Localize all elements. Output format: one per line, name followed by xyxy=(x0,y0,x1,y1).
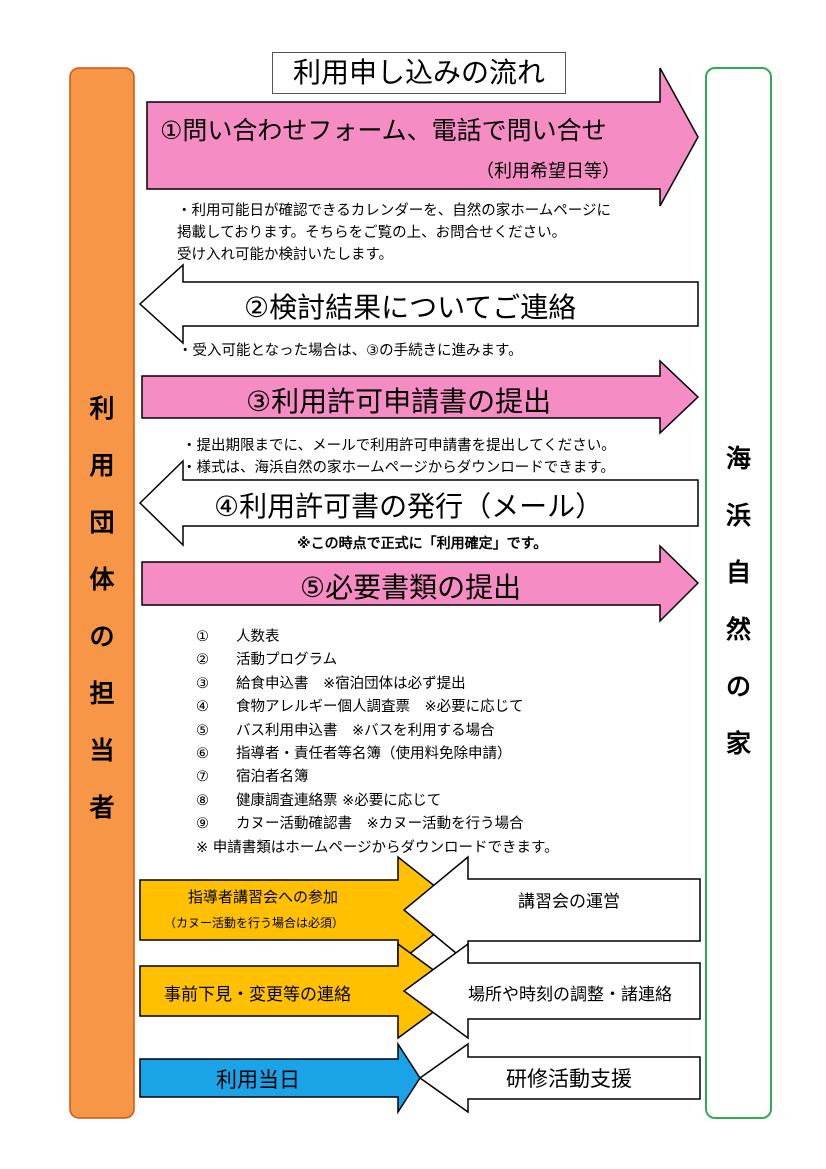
left-char: 当 xyxy=(89,736,115,765)
exchange2-left-label: 事前下見・変更等の連絡 xyxy=(164,985,351,1005)
exchange1-right-label: 講習会の運営 xyxy=(518,892,620,912)
exchange1-left-arrow xyxy=(139,855,467,965)
note-step3: ・提出期限までに、メールで利用許可申請書を提出してください。 ・様式は、海浜自然… xyxy=(182,435,616,479)
left-char: 者 xyxy=(89,793,115,822)
step3-label: ③利用許可申請書の提出 xyxy=(246,385,552,418)
note-line: ・様式は、海浜自然の家ホームページからダウンロードできます。 xyxy=(182,460,615,476)
left-char: 担 xyxy=(89,679,115,708)
step1-label: ①問い合わせフォーム、電話で問い合せ xyxy=(160,116,607,145)
list-item: ⑤ バス利用申込書 ※バスを利用する場合 xyxy=(196,720,559,743)
list-item-number: ④ xyxy=(196,699,209,716)
exchange2-right-label: 場所や時刻の調整・諸連絡 xyxy=(468,985,672,1005)
left-column-label: 利 用 団 体 の 担 当 者 xyxy=(70,380,134,836)
exchange1-right-arrow xyxy=(402,855,701,965)
list-item-text: 活動プログラム xyxy=(236,652,338,669)
right-char: 浜 xyxy=(725,501,751,530)
list-item: ⑨ カヌー活動確認書 ※カヌー活動を行う場合 xyxy=(196,813,559,836)
step4-arrow xyxy=(138,459,699,547)
step1-sublabel: （利用希望日等） xyxy=(476,161,620,182)
list-item-text: 食物アレルギー個人調査票 ※必要に応じて xyxy=(236,699,524,716)
exchange2-left-arrow xyxy=(139,942,464,1040)
documents-note: ※ 申請書類はホームページからダウンロードできます。 xyxy=(196,839,559,856)
left-char: 利 xyxy=(89,394,115,423)
step4-label: ④利用許可書の発行（メール） xyxy=(214,490,604,523)
step3-arrow xyxy=(141,359,700,435)
list-item: ② 活動プログラム xyxy=(196,649,559,672)
step5-label: ⑤必要書類の提出 xyxy=(300,571,522,604)
exchange3-right-label: 研修活動支援 xyxy=(506,1067,632,1091)
exchange2-right-arrow xyxy=(402,942,701,1040)
list-item-number: ① xyxy=(196,629,209,645)
exchange1-left-label: 指導者講習会への参加 xyxy=(188,888,339,906)
list-item-text: バス利用申込書 ※バスを利用する場合 xyxy=(236,722,495,739)
step2-label: ②検討結果についてご連絡 xyxy=(244,291,577,324)
list-item: ⑥ 指導者・責任者等名簿（使用料免除申請） xyxy=(196,743,559,766)
list-item-number: ⑥ xyxy=(196,746,209,763)
step1-arrow xyxy=(146,67,699,207)
left-char: の xyxy=(89,622,115,651)
list-item-text: 宿泊者名簿 xyxy=(236,769,309,786)
exchange3-right-arrow xyxy=(418,1042,701,1114)
list-item-number: ⑧ xyxy=(196,792,209,809)
list-item-number: ⑦ xyxy=(196,769,209,786)
page-title: 利用申し込みの流れ xyxy=(272,52,566,94)
list-item: ⑦ 宿泊者名簿 xyxy=(196,766,559,789)
right-char: 然 xyxy=(725,615,751,644)
right-column-box xyxy=(705,67,772,1119)
note-line: 掲載しております。そちらをご覧の上、お問合せください。 xyxy=(177,225,567,241)
note-line: ・提出期限までに、メールで利用許可申請書を提出してください。 xyxy=(182,438,616,454)
list-item-number: ② xyxy=(196,652,209,669)
note-line: ・受入可能となった場合は、③の手続きに進みます。 xyxy=(178,343,523,359)
list-item-text: 人数表 xyxy=(236,629,280,645)
list-item-text: カヌー活動確認書 ※カヌー活動を行う場合 xyxy=(236,816,524,833)
note-step4: ※この時点で正式に「利用確定」です。 xyxy=(297,536,548,552)
documents-list: ① 人数表 ② 活動プログラム ③ 給食申込書 ※宿泊団体は必ず提出 ④ 食物ア… xyxy=(196,626,559,860)
left-column-box xyxy=(69,67,135,1119)
note-line: ・利用可能日が確認できるカレンダーを、自然の家ホームページに xyxy=(177,203,611,219)
left-char: 用 xyxy=(89,451,115,480)
list-item: ④ 食物アレルギー個人調査票 ※必要に応じて xyxy=(196,696,559,719)
list-item: ⑧ 健康調査連絡票 ※必要に応じて xyxy=(196,790,559,813)
left-char: 団 xyxy=(89,508,115,537)
list-item-text: 指導者・責任者等名簿（使用料免除申請） xyxy=(236,746,512,763)
step5-arrow xyxy=(141,544,700,623)
note-step2: ・受入可能となった場合は、③の手続きに進みます。 xyxy=(178,340,523,362)
exchange3-left-arrow xyxy=(139,1041,421,1115)
list-item: ① 人数表 xyxy=(196,626,559,649)
list-item-number: ⑤ xyxy=(196,722,209,739)
note-line: 受け入れ可能か検討いたします。 xyxy=(177,247,394,263)
exchange1-left-sublabel: （カヌー活動を行う場合は必須） xyxy=(164,916,345,930)
list-item-number: ③ xyxy=(196,675,209,692)
right-char: 海 xyxy=(725,444,751,473)
list-item-text: 健康調査連絡票 ※必要に応じて xyxy=(236,792,442,809)
list-item: ③ 給食申込書 ※宿泊団体は必ず提出 xyxy=(196,673,559,696)
exchange3-left-label: 利用当日 xyxy=(216,1068,300,1092)
list-item-number: ⑨ xyxy=(196,816,209,833)
list-item-text: 給食申込書 ※宿泊団体は必ず提出 xyxy=(236,675,466,692)
right-column-label: 海 浜 自 然 の 家 xyxy=(706,430,771,772)
note-step1: ・利用可能日が確認できるカレンダーを、自然の家ホームページに 掲載しております。… xyxy=(177,200,611,266)
right-char: の xyxy=(725,672,751,701)
step2-arrow xyxy=(138,263,699,345)
right-char: 自 xyxy=(725,558,751,587)
left-char: 体 xyxy=(89,565,115,594)
right-char: 家 xyxy=(725,729,751,758)
